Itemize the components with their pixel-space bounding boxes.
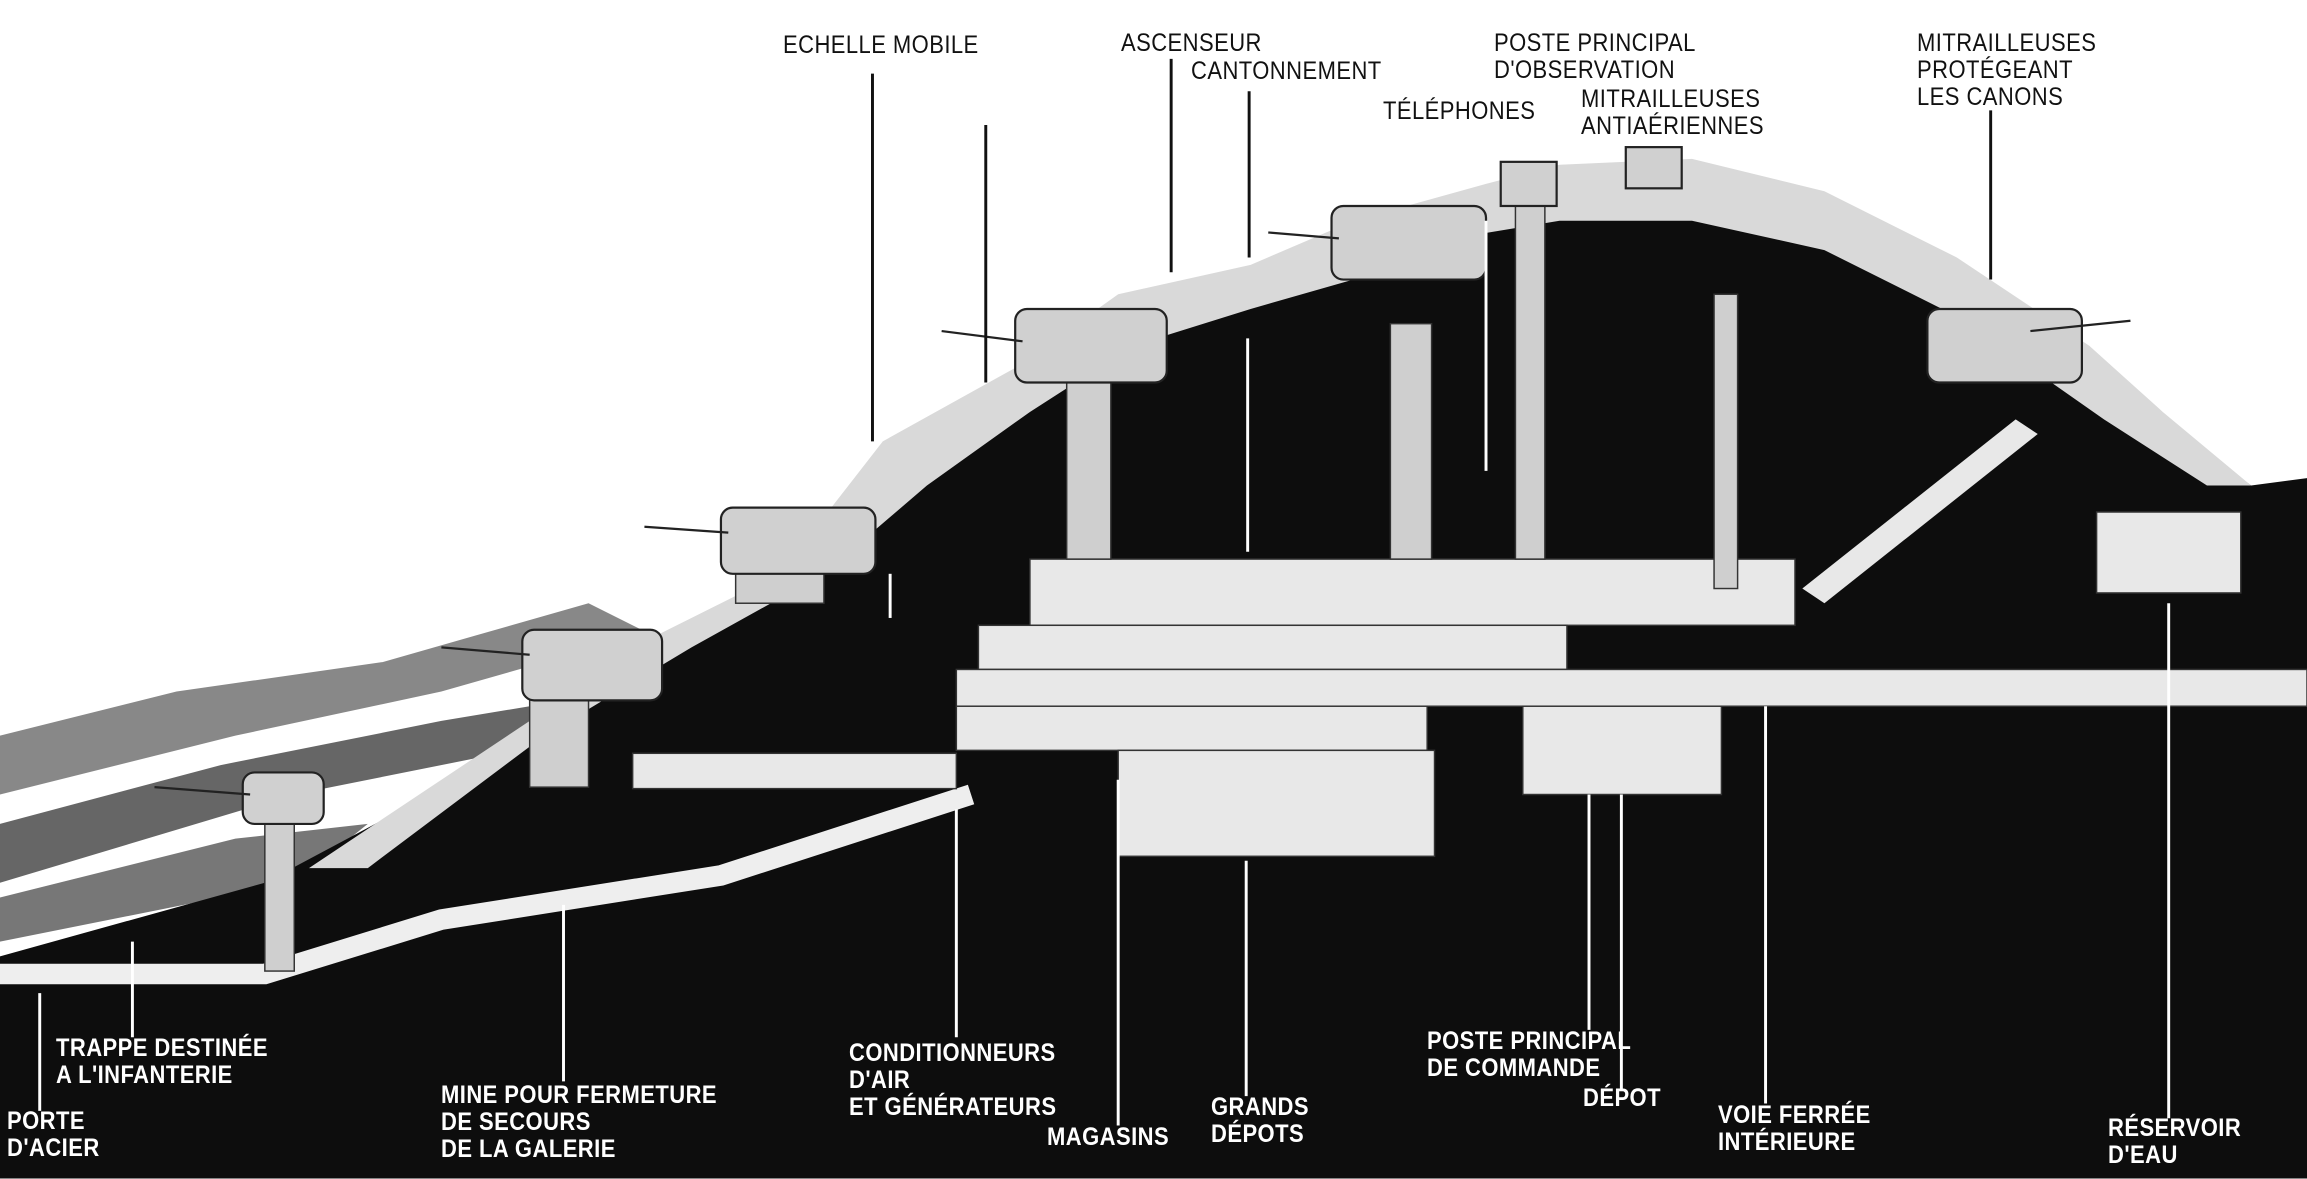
- label-porte-acier: PORTE D'ACIER: [7, 1107, 100, 1162]
- label-trappe: TRAPPE DESTINÉE A L'INFANTERIE: [56, 1034, 268, 1089]
- label-poste-commande: POSTE PRINCIPAL DE COMMANDE: [1427, 1027, 1632, 1082]
- label-mine: MINE POUR FERMETURE DE SECOURS DE LA GAL…: [441, 1081, 718, 1163]
- access-gallery: [0, 784, 975, 985]
- label-telephones: TÉLÉPHONES: [1383, 97, 1536, 125]
- label-echelle-mobile: ECHELLE MOBILE: [783, 31, 979, 59]
- shafts: [264, 205, 1739, 972]
- label-poste-observation: POSTE PRINCIPAL D'OBSERVATION: [1494, 29, 1696, 84]
- label-mitrailleuses-antiaeriennes: MITRAILLEUSES ANTIAÉRIENNES: [1581, 85, 1764, 140]
- label-conditionneurs: CONDITIONNEURS D'AIR ET GÉNÉRATEURS: [849, 1039, 1057, 1121]
- label-reservoir: RÉSERVOIR D'EAU: [2108, 1114, 2242, 1169]
- label-grands-depots: GRANDS DÉPOTS: [1211, 1093, 1309, 1148]
- leader-lines-light: [38, 220, 2171, 1126]
- central-block: [631, 511, 2307, 858]
- inclined-gallery: [1802, 419, 2038, 604]
- label-mitrailleuses-canons: MITRAILLEUSES PROTÉGEANT LES CANONS: [1917, 29, 2097, 111]
- leader-lines: [871, 58, 1993, 442]
- label-depot: DÉPOT: [1583, 1084, 1661, 1112]
- turrets: [154, 146, 2131, 826]
- label-ascenseur: ASCENSEUR: [1121, 29, 1262, 57]
- label-magasins: MAGASINS: [1047, 1123, 1170, 1151]
- label-voie-ferree: VOIE FERRÉE INTÉRIEURE: [1718, 1101, 1871, 1156]
- label-cantonnement: CANTONNEMENT: [1191, 57, 1382, 85]
